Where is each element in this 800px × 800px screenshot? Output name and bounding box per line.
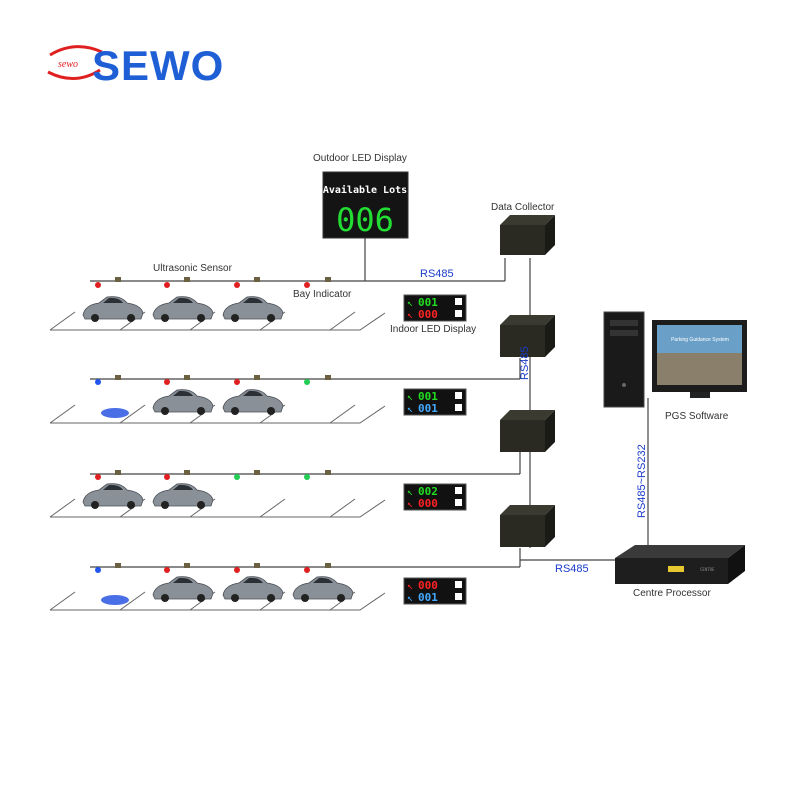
indoor-display-count: 000 [418, 579, 438, 592]
indoor-led-display: ↖ 001 ↖ 000 [403, 294, 467, 322]
arrow-left-icon: ↖ [407, 310, 413, 321]
indoor-led-displays: ↖ 001 ↖ 000 ↖ 001 ↖ 001 ↖ 002 ↖ 000 ↖ 000 ↖ 001 [403, 294, 467, 605]
indoor-display-count: 002 [418, 485, 438, 498]
pc-tower-icon [603, 311, 645, 408]
arrow-left-icon: ↖ [407, 298, 413, 309]
car-icon [222, 576, 284, 602]
ultrasonic-sensor-icon [304, 277, 331, 288]
arrow-left-icon: ↖ [407, 499, 413, 510]
sensors [95, 277, 331, 573]
ultrasonic-sensor-icon [234, 563, 260, 573]
indoor-display-count: 001 [418, 296, 438, 309]
car-icon [222, 389, 284, 415]
indoor-display-count: 000 [418, 308, 438, 321]
monitor-screen-text: Parking Guidance System [671, 337, 729, 343]
car-icon [152, 483, 214, 509]
ultrasonic-sensor-icon [164, 375, 190, 385]
arrow-left-icon: ↖ [407, 593, 413, 604]
disabled-parking-icon [101, 404, 129, 418]
car-symbol-icon [455, 298, 462, 305]
outdoor-led-display: Available Lots 006 [322, 171, 409, 239]
car-symbol-icon [455, 581, 462, 588]
indoor-display-count: 001 [418, 402, 438, 415]
arrow-left-icon: ↖ [407, 487, 413, 498]
indoor-display-count: 000 [418, 497, 438, 510]
arrow-left-icon: ↖ [407, 581, 413, 592]
parking-bays [49, 311, 386, 611]
car-icon [152, 389, 214, 415]
ultrasonic-sensor-icon [164, 470, 190, 480]
disabled-symbol-icon [455, 310, 462, 317]
car-icon [152, 296, 214, 322]
data-collector-label: Data Collector [491, 202, 555, 213]
car-symbol-icon [455, 487, 462, 494]
centre-processor-label: Centre Processor [633, 588, 711, 599]
data-collector-box [500, 505, 555, 547]
ultrasonic-sensor-icon [95, 375, 121, 385]
car-icon [152, 576, 214, 602]
disabled-parking-icon [101, 591, 129, 605]
pgs-software-label: PGS Software [665, 411, 729, 422]
outdoor-sign-title: Available Lots [323, 184, 407, 196]
disabled-symbol-icon [455, 499, 462, 506]
ultrasonic-sensor-icon [234, 470, 260, 480]
outdoor-sign-count: 006 [336, 201, 394, 239]
parked-cars [82, 296, 354, 602]
indoor-display-count: 001 [418, 591, 438, 604]
rs485-top-label: RS485 [420, 268, 454, 280]
ultrasonic-sensor-icon [164, 563, 190, 573]
disabled-symbol-icon [455, 404, 462, 411]
arrow-left-icon: ↖ [407, 392, 413, 403]
processor-panel-text: CENTRE [700, 567, 715, 572]
logo-emblem-icon: sewo [47, 45, 103, 80]
ultrasonic-sensor-icon [304, 375, 331, 385]
ultrasonic-sensor-icon [304, 470, 331, 480]
car-icon [292, 576, 354, 602]
car-icon [222, 296, 284, 322]
ultrasonic-sensor-icon [95, 470, 121, 480]
indoor-led-display: ↖ 000 ↖ 001 [403, 577, 467, 605]
car-symbol-icon [455, 392, 462, 399]
ultrasonic-sensor-icon [304, 563, 331, 573]
ultrasonic-sensor-icon [95, 277, 121, 288]
indoor-led-display: ↖ 002 ↖ 000 [403, 483, 467, 511]
bay-indicator-label: Bay Indicator [293, 289, 352, 300]
outdoor-display-label: Outdoor LED Display [313, 153, 407, 164]
data-collector-box [500, 410, 555, 452]
ultrasonic-sensor-icon [95, 563, 121, 573]
rs485-vertical-label: RS485 [519, 346, 531, 380]
data-collector-box [500, 315, 555, 357]
data-collector-box [500, 215, 555, 255]
arrow-left-icon: ↖ [407, 404, 413, 415]
indoor-led-display: ↖ 001 ↖ 001 [403, 388, 467, 416]
disabled-symbol-icon [455, 593, 462, 600]
car-icon [82, 483, 144, 509]
ultrasonic-sensor-label: Ultrasonic Sensor [153, 263, 232, 274]
row-cables [90, 238, 649, 568]
car-icon [82, 296, 144, 322]
indoor-display-label: Indoor LED Display [390, 324, 477, 335]
indoor-display-count: 001 [418, 390, 438, 403]
centre-processor-box: CENTRE [615, 545, 745, 584]
ultrasonic-sensor-icon [234, 375, 260, 385]
monitor-icon: Parking Guidance System [652, 320, 747, 398]
rs485-bottom-label: RS485 [555, 563, 589, 575]
rs485-rs232-label: RS485~RS232 [636, 444, 648, 518]
ultrasonic-sensor-icon [234, 277, 260, 288]
logo-emblem-text: sewo [58, 59, 78, 70]
brand-logo: SEWO [92, 42, 225, 89]
ultrasonic-sensor-icon [164, 277, 190, 288]
